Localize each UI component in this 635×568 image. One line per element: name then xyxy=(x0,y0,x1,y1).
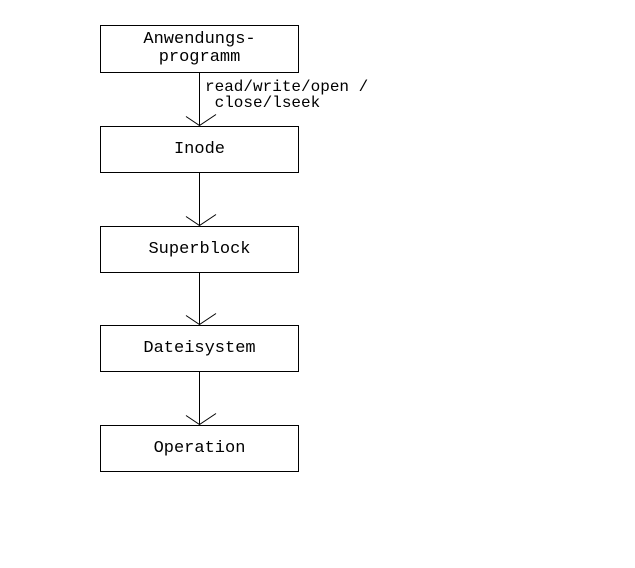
edge-label-syscalls: read/write/open / close/lseek xyxy=(205,78,369,112)
arrow-inode-to-superblock-icon xyxy=(185,173,217,227)
arrow-superblock-to-dateisystem-icon xyxy=(185,273,217,326)
node-operation: Operation xyxy=(100,425,299,472)
node-inode: Inode xyxy=(100,126,299,173)
node-superblock: Superblock xyxy=(100,226,299,273)
arrow-dateisystem-to-operation-icon xyxy=(185,372,217,426)
node-dateisystem: Dateisystem xyxy=(100,325,299,372)
node-anwendungsprogramm: Anwendungs- programm xyxy=(100,25,299,73)
